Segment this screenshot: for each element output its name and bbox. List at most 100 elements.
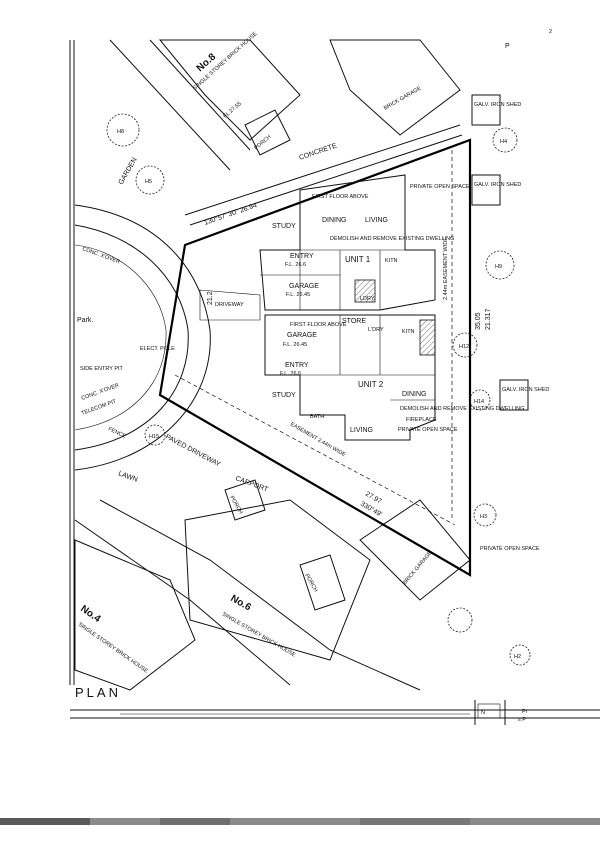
svg-text:H4: H4: [500, 139, 507, 145]
u1-entry: ENTRY: [290, 253, 314, 260]
paved-driveway-label: PAVED DRIVEWAY: [164, 434, 222, 469]
svg-text:GALV. IRON SHED: GALV. IRON SHED: [502, 387, 549, 393]
page-number: 2: [549, 29, 552, 35]
tree-h15: H15: [144, 424, 166, 446]
u1-kitchen: KITN: [385, 258, 398, 264]
u2-dining: DINING: [402, 391, 427, 398]
u1-driveway: DRIVEWAY: [215, 302, 244, 308]
tree-h3: H3: [473, 503, 497, 527]
street-court: [74, 39, 421, 691]
telecom-pit: TELECOM PIT: [81, 398, 118, 416]
driveway-unit1: DRIVEWAY: [199, 289, 261, 321]
fl-top: FL 27.55: [222, 101, 242, 119]
neighbour-no6: No.6 SINGLE STOREY BRICK HOUSE PORCH POR…: [184, 475, 371, 661]
u1-study: STUDY: [272, 223, 296, 230]
tree-h14: H14: [469, 389, 491, 411]
private-open-space-right: PRIVATE OPEN SPACE: [480, 546, 540, 552]
u1-entry-fl: F.L. 26.6: [285, 262, 306, 268]
u1-first-floor-above: FIRST FLOOR ABOVE: [312, 194, 369, 200]
u2-entry-fl: F.L. 26.6: [280, 371, 301, 377]
u1-living: LIVING: [365, 217, 388, 224]
svg-text:H5: H5: [145, 179, 152, 185]
no6-subtitle: SINGLE STOREY BRICK HOUSE: [221, 612, 297, 659]
u1-ldry: LDRY: [360, 296, 375, 302]
no4-subtitle: SINGLE STOREY BRICK HOUSE: [77, 622, 149, 675]
tree-h12: H12: [452, 332, 478, 358]
u2-store: STORE: [342, 318, 366, 325]
u2-title: UNIT 2: [358, 380, 384, 389]
scan-edge: [0, 818, 600, 825]
u1-title: UNIT 1: [345, 255, 371, 264]
galv-shed-2: GALV. IRON SHED: [471, 174, 521, 206]
unit-2-floor-plan: STORE L'DRY KITN GARAGE F.L. 26.45 ENTRY…: [264, 314, 524, 441]
u2-first-floor-above: FIRST FLOOR ABOVE: [290, 322, 347, 328]
carport-label: CARPORT: [234, 475, 269, 493]
u2-garage-fl: F.L. 26.45: [283, 342, 307, 348]
easement-bottom: EASEMENT 2.44m WIDE: [289, 422, 347, 459]
concrete-label: CONCRETE: [298, 142, 338, 162]
u1-garage-fl: F.L. 26.45: [286, 292, 310, 298]
side-entry-pit: SIDE ENTRY PIT: [80, 366, 124, 372]
u1-demolish-note: DEMOLISH AND REMOVE EXISTING DWELLING: [330, 236, 454, 242]
svg-text:H3: H3: [480, 514, 487, 520]
svg-text:GALV. IRON SHED: GALV. IRON SHED: [474, 102, 521, 108]
unit-1-floor-plan: STUDY DINING LIVING ENTRY F.L. 26.6 UNIT…: [259, 174, 470, 311]
easement-top: 2.44m EASEMENT WIDE: [443, 237, 449, 300]
west-dim: 21.2: [207, 291, 214, 305]
svg-text:H9: H9: [495, 264, 502, 270]
park-label: Park.: [77, 317, 93, 324]
u2-kitchen: KITN: [402, 329, 415, 335]
svg-text:N: N: [481, 710, 485, 716]
east-dim-b: 21.317: [485, 308, 492, 330]
svg-text:H15: H15: [149, 434, 159, 440]
east-dim: 35.05: [475, 312, 482, 330]
neighbour-top-garage: BRICK GARAGE: [329, 39, 461, 136]
sheet-frame: [69, 40, 600, 725]
svg-text:H8: H8: [117, 129, 124, 135]
lawn-label: LAWN: [117, 470, 138, 483]
brick-garage-top: BRICK GARAGE: [383, 85, 423, 111]
neighbour-no4: No.4 SINGLE STOREY BRICK HOUSE: [74, 539, 196, 691]
concrete-strip: CONCRETE: [184, 124, 463, 226]
u2-bath: BATH: [310, 414, 324, 420]
tree-h2: H2: [509, 644, 531, 666]
neighbour-no8: No.8 SINGLE STOREY BRICK HOUSE PORCH FL …: [158, 31, 301, 156]
site-boundary: 130°57' 30" 26.94 27.97 330°49' 35.05 21…: [158, 138, 492, 577]
u2-study: STUDY: [272, 392, 296, 399]
u2-fireplace: FIREPLACE: [406, 417, 437, 423]
tree-unlabelled: [447, 607, 473, 633]
conc-crossover-top: CONC. X'OVER: [81, 246, 120, 265]
u2-demolish-note: DEMOLISH AND REMOVE EXISTING DWELLING: [400, 406, 524, 412]
u2-garage: GARAGE: [287, 332, 317, 339]
u1-garage: GARAGE: [289, 283, 319, 290]
north-point: N: [477, 703, 501, 719]
no6-title: No.6: [229, 593, 254, 614]
u1-private-open-space: PRIVATE OPEN SPACE: [410, 184, 470, 190]
elect-pole: ELECT. POLE: [140, 346, 175, 352]
fence-note: FENCE: [107, 426, 127, 439]
porch-top: PORCH: [253, 134, 272, 151]
corner-label-bottom-b: s P: [518, 717, 526, 723]
corner-label-top: P: [505, 43, 510, 50]
svg-text:H2: H2: [514, 654, 521, 660]
svg-text:H14: H14: [474, 399, 484, 405]
u2-entry: ENTRY: [285, 362, 309, 369]
easement-east: 2.44m EASEMENT WIDE: [443, 150, 453, 520]
corner-label-bottom-a: Pr: [522, 709, 528, 715]
u2-ldry: L'DRY: [368, 327, 384, 333]
tree-h5: H5: [135, 165, 165, 195]
u1-dining: DINING: [322, 217, 347, 224]
tree-h4: H4: [492, 127, 518, 153]
brick-garage-bottom: BRICK GARAGE: [402, 550, 434, 586]
galv-shed-1: GALV. IRON SHED: [471, 94, 521, 126]
private-open-space-u2: PRIVATE OPEN SPACE: [398, 427, 458, 433]
svg-text:H12: H12: [459, 344, 469, 350]
tree-h8: H8: [106, 113, 140, 147]
bearing-top: 130°57' 30" 26.94: [203, 201, 258, 227]
u2-living: LIVING: [350, 427, 373, 434]
galv-shed-3: GALV. IRON SHED: [499, 379, 549, 411]
svg-text:GALV. IRON SHED: GALV. IRON SHED: [474, 182, 521, 188]
plan-title: PLAN: [75, 685, 121, 700]
tree-h9: H9: [485, 250, 515, 280]
